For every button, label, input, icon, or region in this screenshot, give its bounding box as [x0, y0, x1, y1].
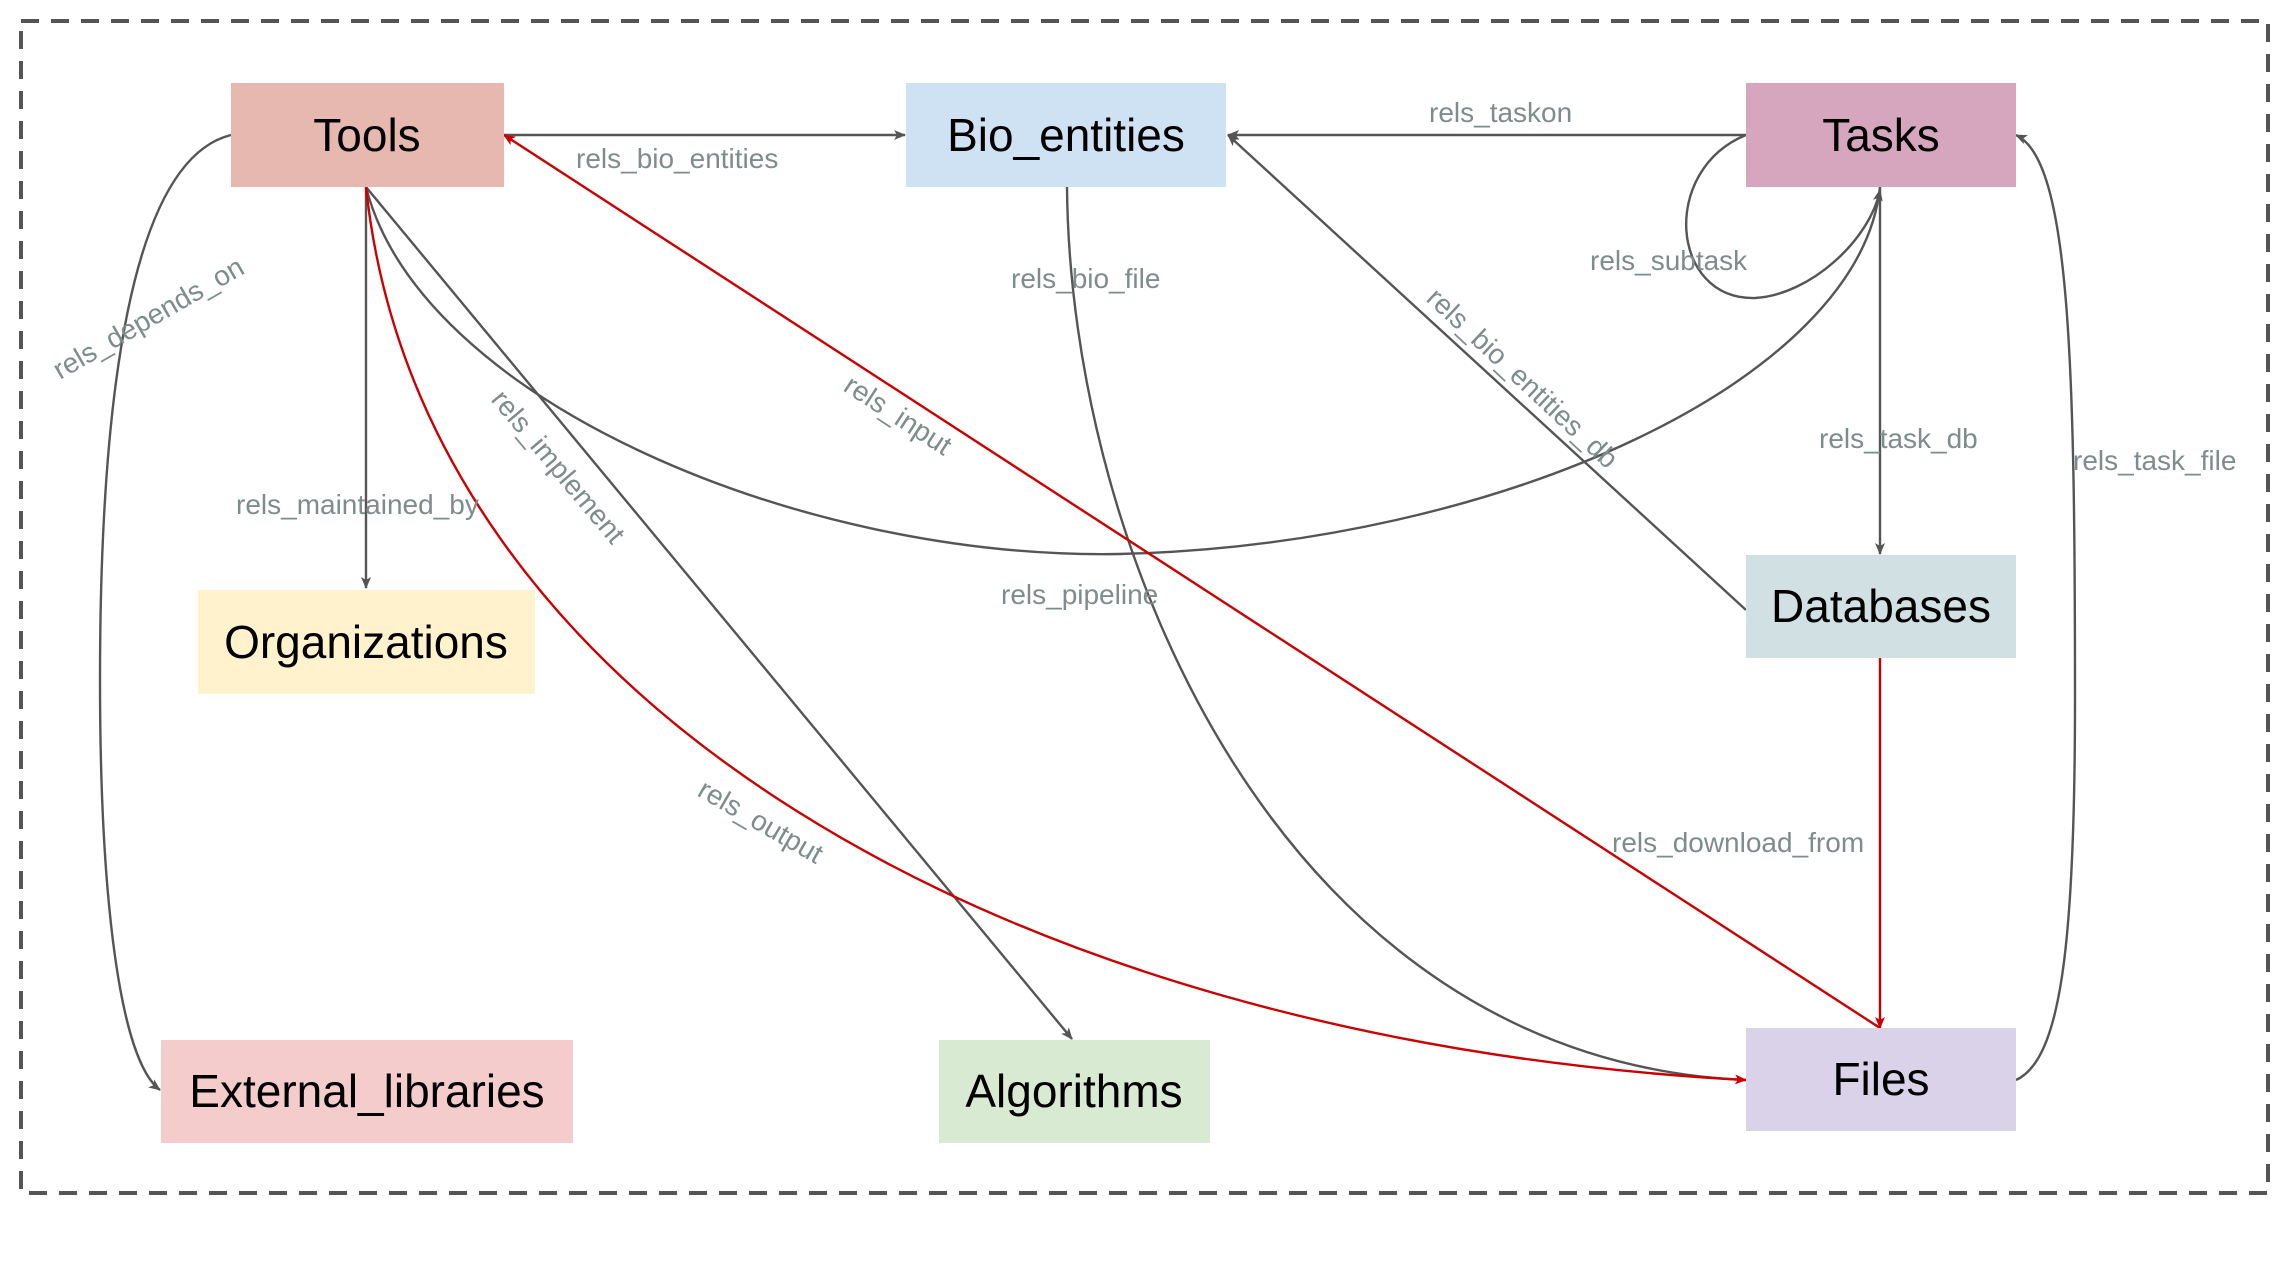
edge-label-rels-bio-entities-db: rels_bio_entities_db: [1421, 282, 1624, 475]
node-bio-entities-label: Bio_entities: [947, 109, 1185, 161]
node-organizations: Organizations: [198, 590, 535, 694]
node-external-libraries-label: External_libraries: [189, 1065, 544, 1117]
node-tasks: Tasks: [1746, 83, 2016, 187]
edge-label-rels-subtask: rels_subtask: [1590, 245, 1748, 276]
edge-rels-depends-on: [98, 133, 232, 1091]
edge-label-rels-task-db: rels_task_db: [1819, 423, 1978, 454]
node-algorithms-box: [939, 1040, 1210, 1143]
edge-rels-bio-file: [1065, 186, 1747, 1082]
node-external-libraries-box: [161, 1040, 573, 1143]
edge-rels-output: [364, 186, 1747, 1085]
edge-rels-bio-entities-db: [1227, 134, 1747, 611]
node-organizations-box: [198, 590, 535, 694]
node-tools-box: [231, 83, 504, 187]
node-files-box: [1746, 1028, 2016, 1131]
node-tools-label: Tools: [313, 109, 420, 161]
node-databases-label: Databases: [1771, 580, 1991, 632]
node-tasks-box: [1746, 83, 2016, 187]
node-tasks-label: Tasks: [1822, 109, 1940, 161]
node-algorithms-label: Algorithms: [965, 1065, 1182, 1117]
node-organizations-label: Organizations: [224, 616, 508, 668]
edge-rels-subtask: [1685, 133, 1883, 300]
diagram-border: [19, 19, 2270, 1195]
node-external-libraries: External_libraries: [161, 1040, 573, 1143]
edge-label-rels-task-file: rels_task_file: [2073, 445, 2236, 476]
edge-rels-task-file: [2015, 133, 2077, 1082]
node-files: Files: [1746, 1028, 2016, 1131]
edge-label-rels-pipeline: rels_pipeline: [1001, 579, 1158, 610]
edge-label-rels-bio-file: rels_bio_file: [1011, 263, 1160, 294]
node-databases: Databases: [1746, 555, 2016, 658]
edge-label-rels-maintained-by: rels_maintained_by: [236, 489, 479, 520]
node-bio-entities-box: [906, 83, 1226, 187]
edge-rels-pipeline: [364, 186, 1882, 556]
node-tools: Tools: [231, 83, 504, 187]
node-bio-entities: Bio_entities: [906, 83, 1226, 187]
edge-label-rels-input: rels_input: [839, 369, 958, 461]
edge-label-rels-depends-on: rels_depends_on: [48, 251, 250, 385]
node-databases-box: [1746, 555, 2016, 658]
node-files-label: Files: [1832, 1053, 1929, 1105]
edge-label-rels-taskon: rels_taskon: [1429, 97, 1572, 128]
node-algorithms: Algorithms: [939, 1040, 1210, 1143]
edge-label-rels-bio-entities: rels_bio_entities: [576, 143, 778, 174]
edge-label-rels-download-from: rels_download_from: [1612, 827, 1864, 858]
edge-rels-input: [503, 133, 1881, 1030]
